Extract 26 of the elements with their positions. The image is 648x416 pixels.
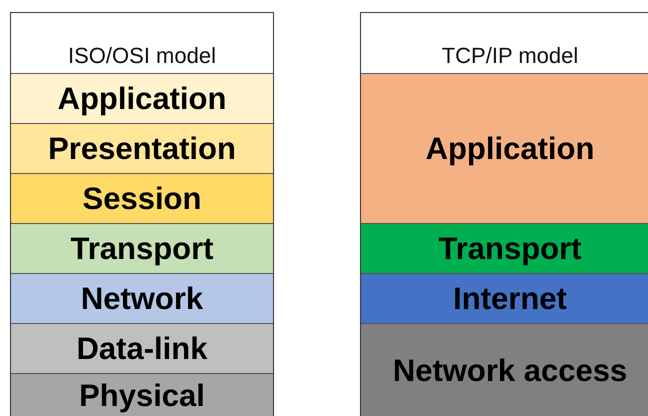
layer-band	[11, 323, 273, 373]
layer-band	[361, 323, 648, 416]
layer-name: Physical	[79, 378, 205, 414]
layer-name: Session	[82, 180, 202, 216]
model-column	[360, 12, 648, 416]
layer-band	[361, 273, 648, 323]
column-heading: TCP/IP model	[442, 43, 578, 69]
model-column	[10, 12, 274, 416]
layer-band	[361, 73, 648, 223]
layer-band	[361, 223, 648, 273]
layer-name: Network access	[392, 353, 628, 389]
column-heading: ISO/OSI model	[68, 43, 216, 69]
layer-band	[11, 373, 273, 416]
layer-name: Application	[426, 130, 594, 166]
layer-name: Presentation	[48, 130, 236, 166]
layer-band	[11, 273, 273, 323]
layer-name: Data-link	[76, 330, 208, 366]
layer-band	[11, 223, 273, 273]
layer-band	[11, 123, 273, 173]
layer-band	[11, 173, 273, 223]
layer-name: Network	[80, 280, 204, 316]
layer-name: Transport	[70, 230, 214, 266]
layer-name: Application	[58, 80, 226, 116]
layer-band	[11, 73, 273, 123]
layer-name: Internet	[453, 280, 567, 316]
layer-name: Transport	[438, 230, 582, 266]
